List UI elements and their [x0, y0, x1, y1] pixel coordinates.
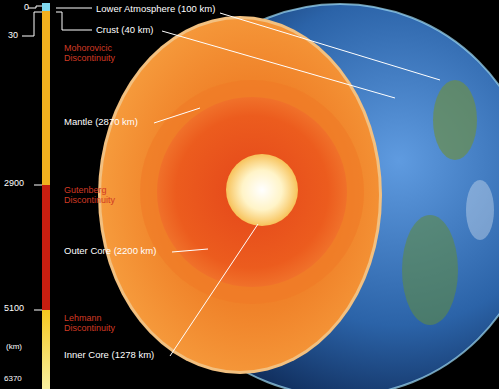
discontinuity-label: Gutenberg Discontinuity: [64, 186, 130, 206]
tick: [22, 12, 42, 36]
mantle: [101, 19, 379, 371]
leader-line: [220, 13, 440, 80]
land: [433, 80, 477, 160]
crust: [98, 16, 382, 374]
layer-label: Crust (40 km): [96, 25, 154, 35]
layer-label: Mantle (2870 km): [64, 117, 138, 127]
depth-value: 6370: [4, 375, 22, 384]
scale-inner-core: [42, 310, 50, 389]
cloud: [466, 180, 494, 240]
leader-line: [56, 12, 62, 13]
inner-core: [226, 154, 298, 226]
scale-mantle: [42, 11, 50, 185]
tick: [34, 310, 42, 311]
scale-outer-core: [42, 185, 50, 310]
scale-atmosphere: [42, 3, 50, 11]
discontinuity-label: Lehmann Discontinuity: [64, 314, 130, 334]
outer-core: [157, 97, 347, 287]
scale-ticks: [22, 6, 42, 310]
layer-label: Outer Core (2200 km): [64, 246, 156, 256]
leader-line: [154, 108, 200, 123]
lower-mantle: [140, 80, 364, 304]
leader-line: [62, 12, 63, 30]
depth-value: 0: [24, 3, 29, 13]
land: [402, 215, 458, 325]
leader-line: [172, 249, 208, 252]
layer-label: Lower Atmosphere (100 km): [96, 4, 215, 14]
tick: [28, 6, 42, 8]
layer-label: Inner Core (1278 km): [64, 350, 154, 360]
tick: [34, 185, 42, 186]
unit-label: (km): [6, 343, 22, 352]
leader-line: [56, 8, 92, 9]
discontinuity-label: Mohorovicic Discontinuity: [64, 44, 130, 64]
leader-line: [162, 31, 395, 98]
leader-line: [170, 224, 258, 356]
leader-lines: [56, 8, 440, 356]
depth-value: 2900: [4, 179, 24, 189]
depth-value: 30: [8, 31, 18, 41]
leader-line: [62, 30, 92, 31]
depth-value: 5100: [4, 304, 24, 314]
